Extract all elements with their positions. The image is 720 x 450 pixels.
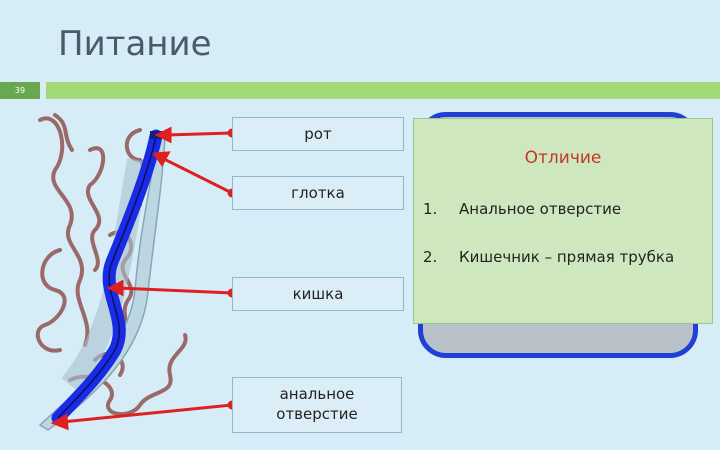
label-mouth: рот (232, 117, 404, 151)
item-text: Кишечник – прямая трубка (459, 248, 675, 266)
label-anus: анальное отверстие (232, 377, 402, 433)
slide-number: 39 (14, 86, 26, 95)
label-pharynx: глотка (232, 176, 404, 210)
label-anus-line1: анальное (279, 385, 355, 403)
label-intestine-text: кишка (292, 285, 344, 303)
slide-number-bar (0, 82, 40, 99)
item-number: 1. (423, 200, 438, 218)
difference-heading: Отличие (524, 148, 602, 168)
item-number: 2. (423, 248, 438, 266)
difference-card (413, 118, 713, 324)
label-mouth-text: рот (304, 125, 332, 143)
label-anus-line2: отверстие (276, 405, 358, 423)
label-intestine: кишка (232, 277, 404, 311)
item-text: Анальное отверстие (459, 200, 622, 218)
label-pharynx-text: глотка (291, 184, 345, 202)
slide-title: Питание (58, 24, 212, 64)
header-accent-bar (46, 82, 720, 99)
